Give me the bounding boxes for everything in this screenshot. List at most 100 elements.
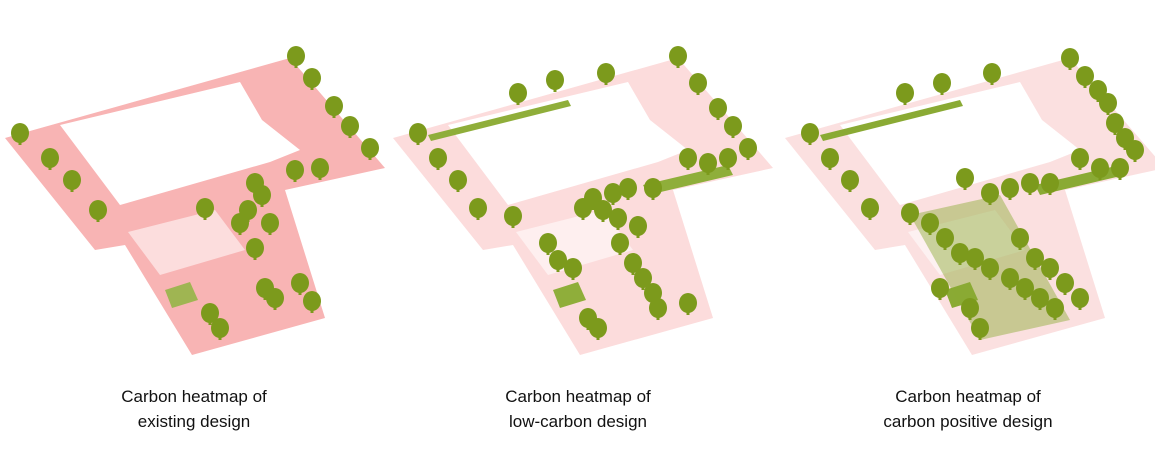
tree-icon (644, 178, 662, 200)
tree-icon (231, 213, 249, 235)
tree-icon (1091, 158, 1109, 180)
tree-icon (1026, 248, 1044, 270)
tree-icon (291, 273, 309, 295)
tree-icon (564, 258, 582, 280)
site-plan (5, 58, 385, 355)
tree-icon (286, 160, 304, 182)
caption-line: Carbon heatmap of (895, 387, 1041, 406)
tree-icon (325, 96, 343, 118)
tree-icon (1106, 113, 1124, 135)
tree-icon (1056, 273, 1074, 295)
tree-icon (629, 216, 647, 238)
tree-icon (669, 46, 687, 68)
caption-line: existing design (137, 412, 251, 431)
tree-icon (1071, 288, 1089, 310)
tree-icon (981, 183, 999, 205)
tree-icon (709, 98, 727, 120)
tree-icon (504, 206, 522, 228)
tree-icon (739, 138, 757, 160)
tree-icon (509, 83, 527, 105)
tree-icon (1001, 178, 1019, 200)
caption-line: Carbon heatmap of (121, 387, 267, 406)
tree-icon (841, 170, 859, 192)
tree-icon (89, 200, 107, 222)
caption-line: Carbon heatmap of (505, 387, 651, 406)
tree-icon (303, 291, 321, 313)
tree-icon (971, 318, 989, 340)
tree-icon (63, 170, 81, 192)
tree-icon (546, 70, 564, 92)
tree-icon (801, 123, 819, 145)
tree-icon (679, 293, 697, 315)
tree-icon (261, 213, 279, 235)
tree-icon (901, 203, 919, 225)
tree-icon (361, 138, 379, 160)
tree-icon (921, 213, 939, 235)
tree-icon (341, 116, 359, 138)
plaza-area (128, 210, 245, 275)
tree-icon (604, 183, 622, 205)
lawn-patch (553, 282, 586, 308)
tree-icon (861, 198, 879, 220)
tree-icon (253, 185, 271, 207)
tree-icon (196, 198, 214, 220)
tree-icon (619, 178, 637, 200)
tree-icon (933, 73, 951, 95)
tree-icon (1016, 278, 1034, 300)
tree-icon (821, 148, 839, 170)
caption-existing: Carbon heatmap of existing design (44, 384, 344, 434)
tree-icon (719, 148, 737, 170)
tree-icon (936, 228, 954, 250)
tree-icon (609, 208, 627, 230)
tree-icon (931, 278, 949, 300)
caption-low-carbon: Carbon heatmap of low-carbon design (428, 384, 728, 434)
tree-icon (246, 238, 264, 260)
tree-icon (679, 148, 697, 170)
tree-icon (896, 83, 914, 105)
tree-icon (983, 63, 1001, 85)
tree-icon (1126, 140, 1144, 162)
heatmap-panel-2 (393, 46, 773, 355)
tree-icon (594, 200, 612, 222)
tree-icon (956, 168, 974, 190)
tree-icon (409, 123, 427, 145)
tree-icon (611, 233, 629, 255)
tree-icon (303, 68, 321, 90)
tree-icon (699, 153, 717, 175)
tree-icon (11, 123, 29, 145)
tree-icon (211, 318, 229, 340)
tree-icon (201, 303, 219, 325)
tree-icon (624, 253, 642, 275)
tree-icon (1076, 66, 1094, 88)
tree-icon (589, 318, 607, 340)
tree-icon (981, 258, 999, 280)
tree-icon (287, 46, 305, 68)
tree-icon (689, 73, 707, 95)
tree-icon (449, 170, 467, 192)
plaza-area (516, 210, 633, 275)
tree-icon (266, 288, 284, 310)
caption-line: low-carbon design (509, 412, 647, 431)
tree-icon (961, 298, 979, 320)
tree-icon (1089, 80, 1107, 102)
green-strip (428, 100, 571, 141)
heatmap-panel-3 (785, 48, 1155, 355)
tree-icon (1046, 298, 1064, 320)
tree-icon (724, 116, 742, 138)
tree-icon (1061, 48, 1079, 70)
heatmap-panel-1 (5, 46, 385, 355)
tree-icon (1071, 148, 1089, 170)
tree-icon (1001, 268, 1019, 290)
tree-icon (469, 198, 487, 220)
tree-icon (41, 148, 59, 170)
tree-icon (539, 233, 557, 255)
tree-icon (1099, 93, 1117, 115)
tree-icon (634, 268, 652, 290)
tree-icon (1041, 173, 1059, 195)
tree-icon (1031, 288, 1049, 310)
green-strip (820, 100, 963, 141)
lawn-patch (165, 282, 198, 308)
tree-icon (649, 298, 667, 320)
